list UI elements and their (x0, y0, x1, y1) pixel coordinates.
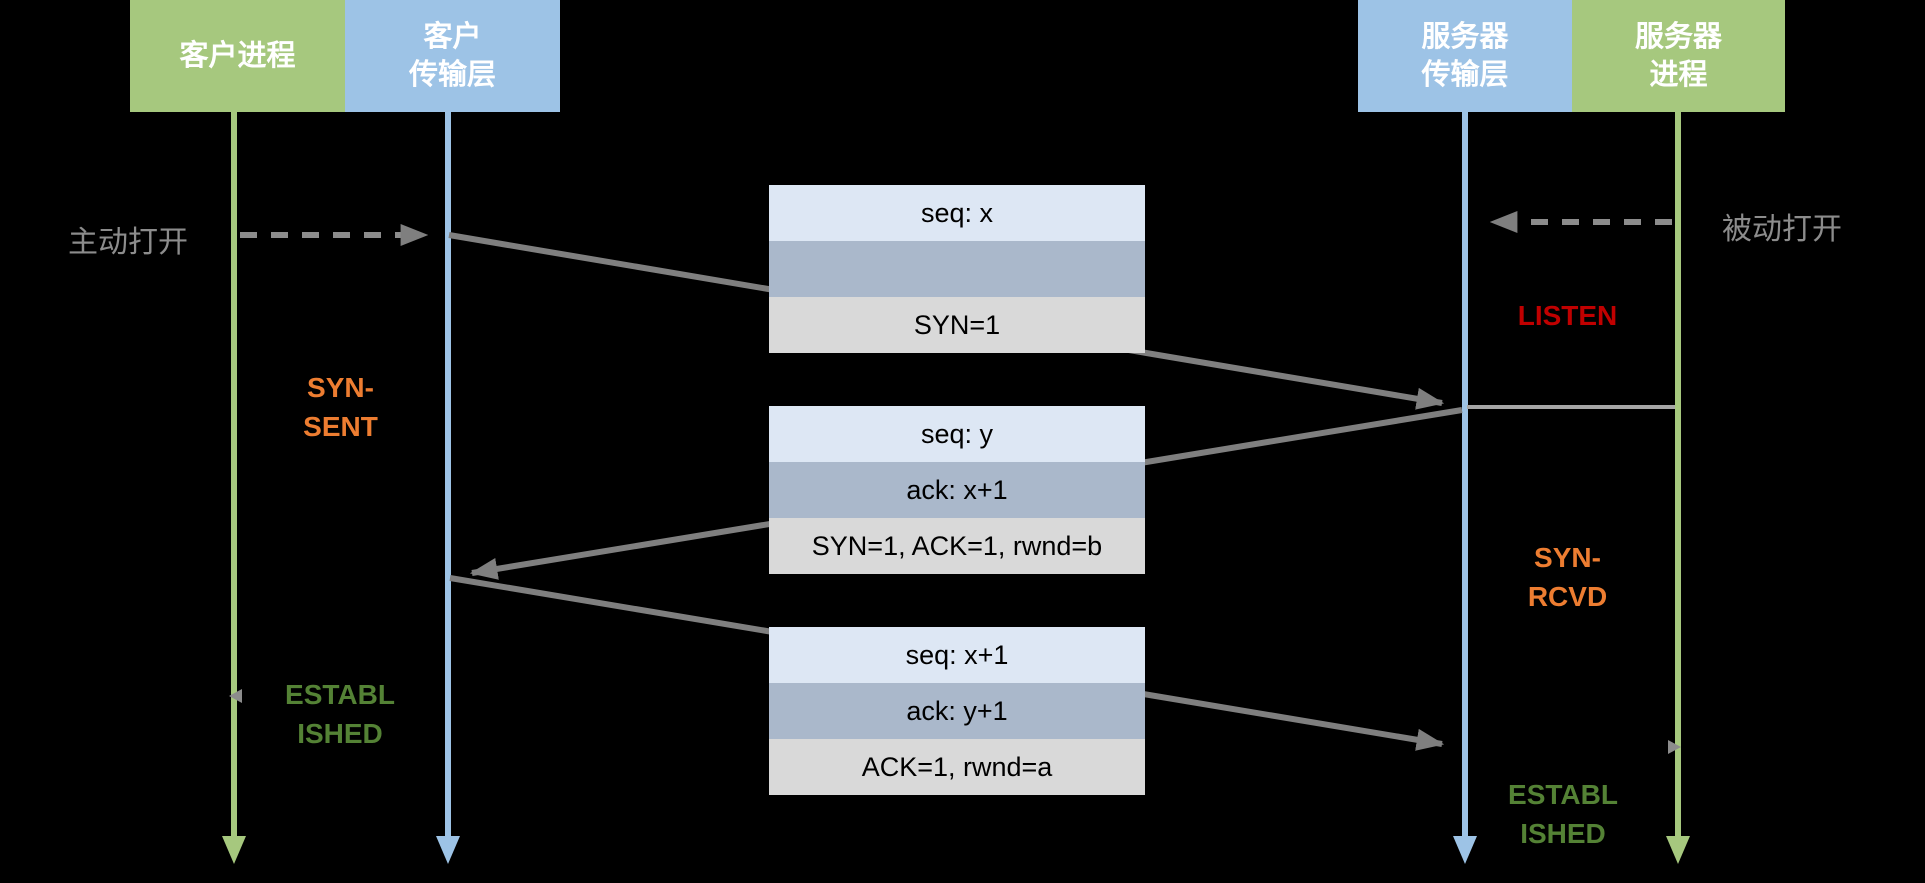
segment-box-syn: seq: x SYN=1 (769, 185, 1145, 353)
lane-header-client-process-label: 客户进程 (179, 40, 296, 72)
syn-ack-ack-row: ack: x+1 (769, 462, 1145, 518)
server-process-lifeline-arrow-icon (1666, 836, 1690, 864)
server-established-tick-icon (1668, 740, 1681, 754)
client-process-lifeline (231, 112, 237, 836)
lane-header-server-transport-label: 服务器 传输层 (1421, 21, 1509, 91)
client-established-tick-icon (229, 689, 242, 703)
client-transport-lifeline-arrow-icon (436, 836, 460, 864)
passive-open-label: 被动打开 (1722, 213, 1842, 246)
lane-header-server-transport: 服务器 传输层 (1358, 0, 1572, 112)
syn-seq-row: seq: x (769, 185, 1145, 241)
segment-box-ack: seq: x+1 ack: y+1 ACK=1, rwnd=a (769, 627, 1145, 795)
state-established-client: ESTABL ISHED (285, 679, 395, 749)
state-listen: LISTEN (1517, 300, 1618, 331)
state-established-server: ESTABL ISHED (1508, 779, 1618, 849)
syn-flags-row: SYN=1 (769, 297, 1145, 353)
lane-header-client-transport: 客户 传输层 (345, 0, 560, 112)
active-open-label: 主动打开 (68, 226, 188, 259)
client-process-lifeline-arrow-icon (222, 836, 246, 864)
state-syn-rcvd: SYN- RCVD (1527, 542, 1608, 612)
ack-seq-row: seq: x+1 (769, 627, 1145, 683)
lane-header-client-transport-label: 客户 传输层 (408, 21, 496, 91)
server-process-lifeline (1675, 112, 1681, 836)
syn-ack-row (769, 241, 1145, 297)
segment-box-syn-ack: seq: y ack: x+1 SYN=1, ACK=1, rwnd=b (769, 406, 1145, 574)
server-transport-lifeline-arrow-icon (1453, 836, 1477, 864)
syn-ack-seq-row: seq: y (769, 406, 1145, 462)
lane-header-client-process: 客户进程 (130, 0, 345, 112)
client-transport-lifeline (445, 112, 451, 836)
server-transport-lifeline (1462, 112, 1468, 836)
state-syn-sent: SYN- SENT (303, 372, 378, 442)
lane-header-server-process: 服务器 进程 (1572, 0, 1785, 112)
ack-ack-row: ack: y+1 (769, 683, 1145, 739)
syn-ack-flags-row: SYN=1, ACK=1, rwnd=b (769, 518, 1145, 574)
lane-header-server-process-label: 服务器 进程 (1634, 21, 1722, 91)
ack-flags-row: ACK=1, rwnd=a (769, 739, 1145, 795)
